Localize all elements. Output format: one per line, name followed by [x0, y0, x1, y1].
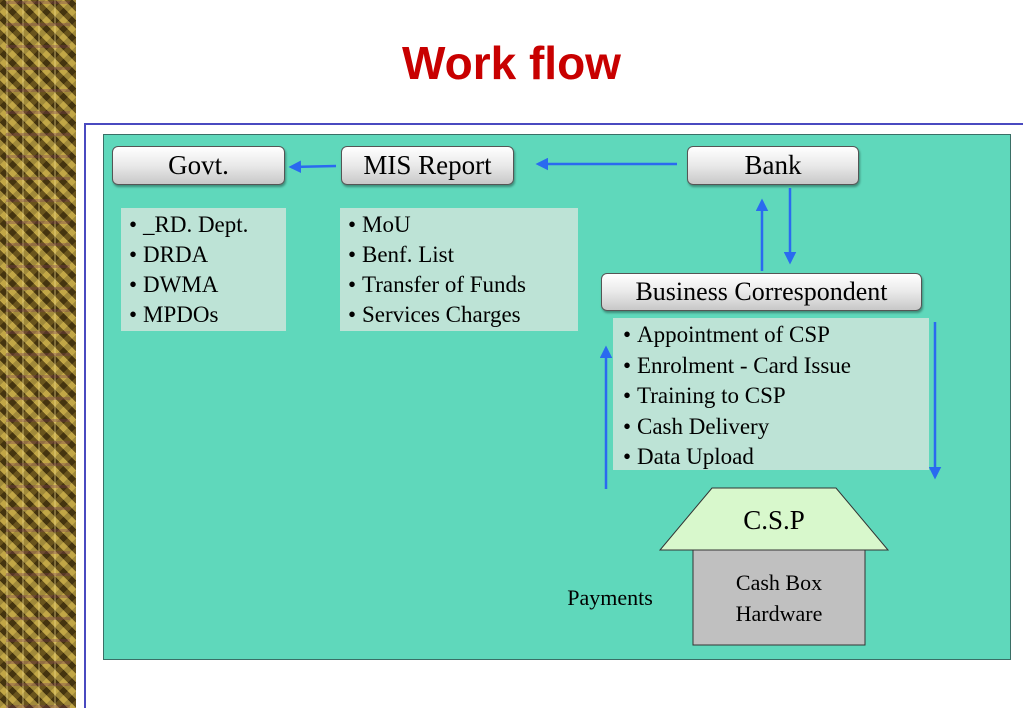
list-item: DWMA: [129, 270, 278, 300]
list-item: Training to CSP: [623, 381, 921, 412]
list-item: DRDA: [129, 240, 278, 270]
list-item: Enrolment - Card Issue: [623, 351, 921, 382]
bank-node: Bank: [687, 146, 859, 185]
mis-report-node: MIS Report: [341, 146, 514, 185]
govt-node: Govt.: [112, 146, 285, 185]
payments-label: Payments: [567, 585, 653, 610]
list-item: _RD. Dept.: [129, 210, 278, 240]
list-item: Services Charges: [348, 300, 570, 330]
list-item: MPDOs: [129, 300, 278, 330]
list-item: Transfer of Funds: [348, 270, 570, 300]
cash-box-shape: [692, 549, 866, 646]
cash-box-label-line2: Hardware: [735, 601, 823, 626]
list-item: MoU: [348, 210, 570, 240]
business-correspondent-node: Business Correspondent: [601, 273, 922, 311]
csp-roof-shape: [658, 487, 890, 551]
list-item: Cash Delivery: [623, 412, 921, 443]
list-item: Data Upload: [623, 442, 921, 473]
frame-horizontal-line: [84, 123, 1023, 125]
arrow-mis-to-govt: [288, 160, 337, 174]
csp-label: C.S.P: [743, 505, 805, 535]
business-correspondent-list: Appointment of CSP Enrolment - Card Issu…: [613, 318, 929, 470]
list-item: Appointment of CSP: [623, 320, 921, 351]
cash-box-label-line1: Cash Box: [735, 570, 823, 595]
mis-report-list: MoU Benf. List Transfer of Funds Service…: [340, 208, 578, 331]
list-item: Benf. List: [348, 240, 570, 270]
decorative-side-stripe: [0, 0, 76, 708]
page-title: Work flow: [402, 37, 621, 89]
frame-vertical-line: [84, 123, 86, 708]
govt-list: _RD. Dept. DRDA DWMA MPDOs: [121, 208, 286, 331]
